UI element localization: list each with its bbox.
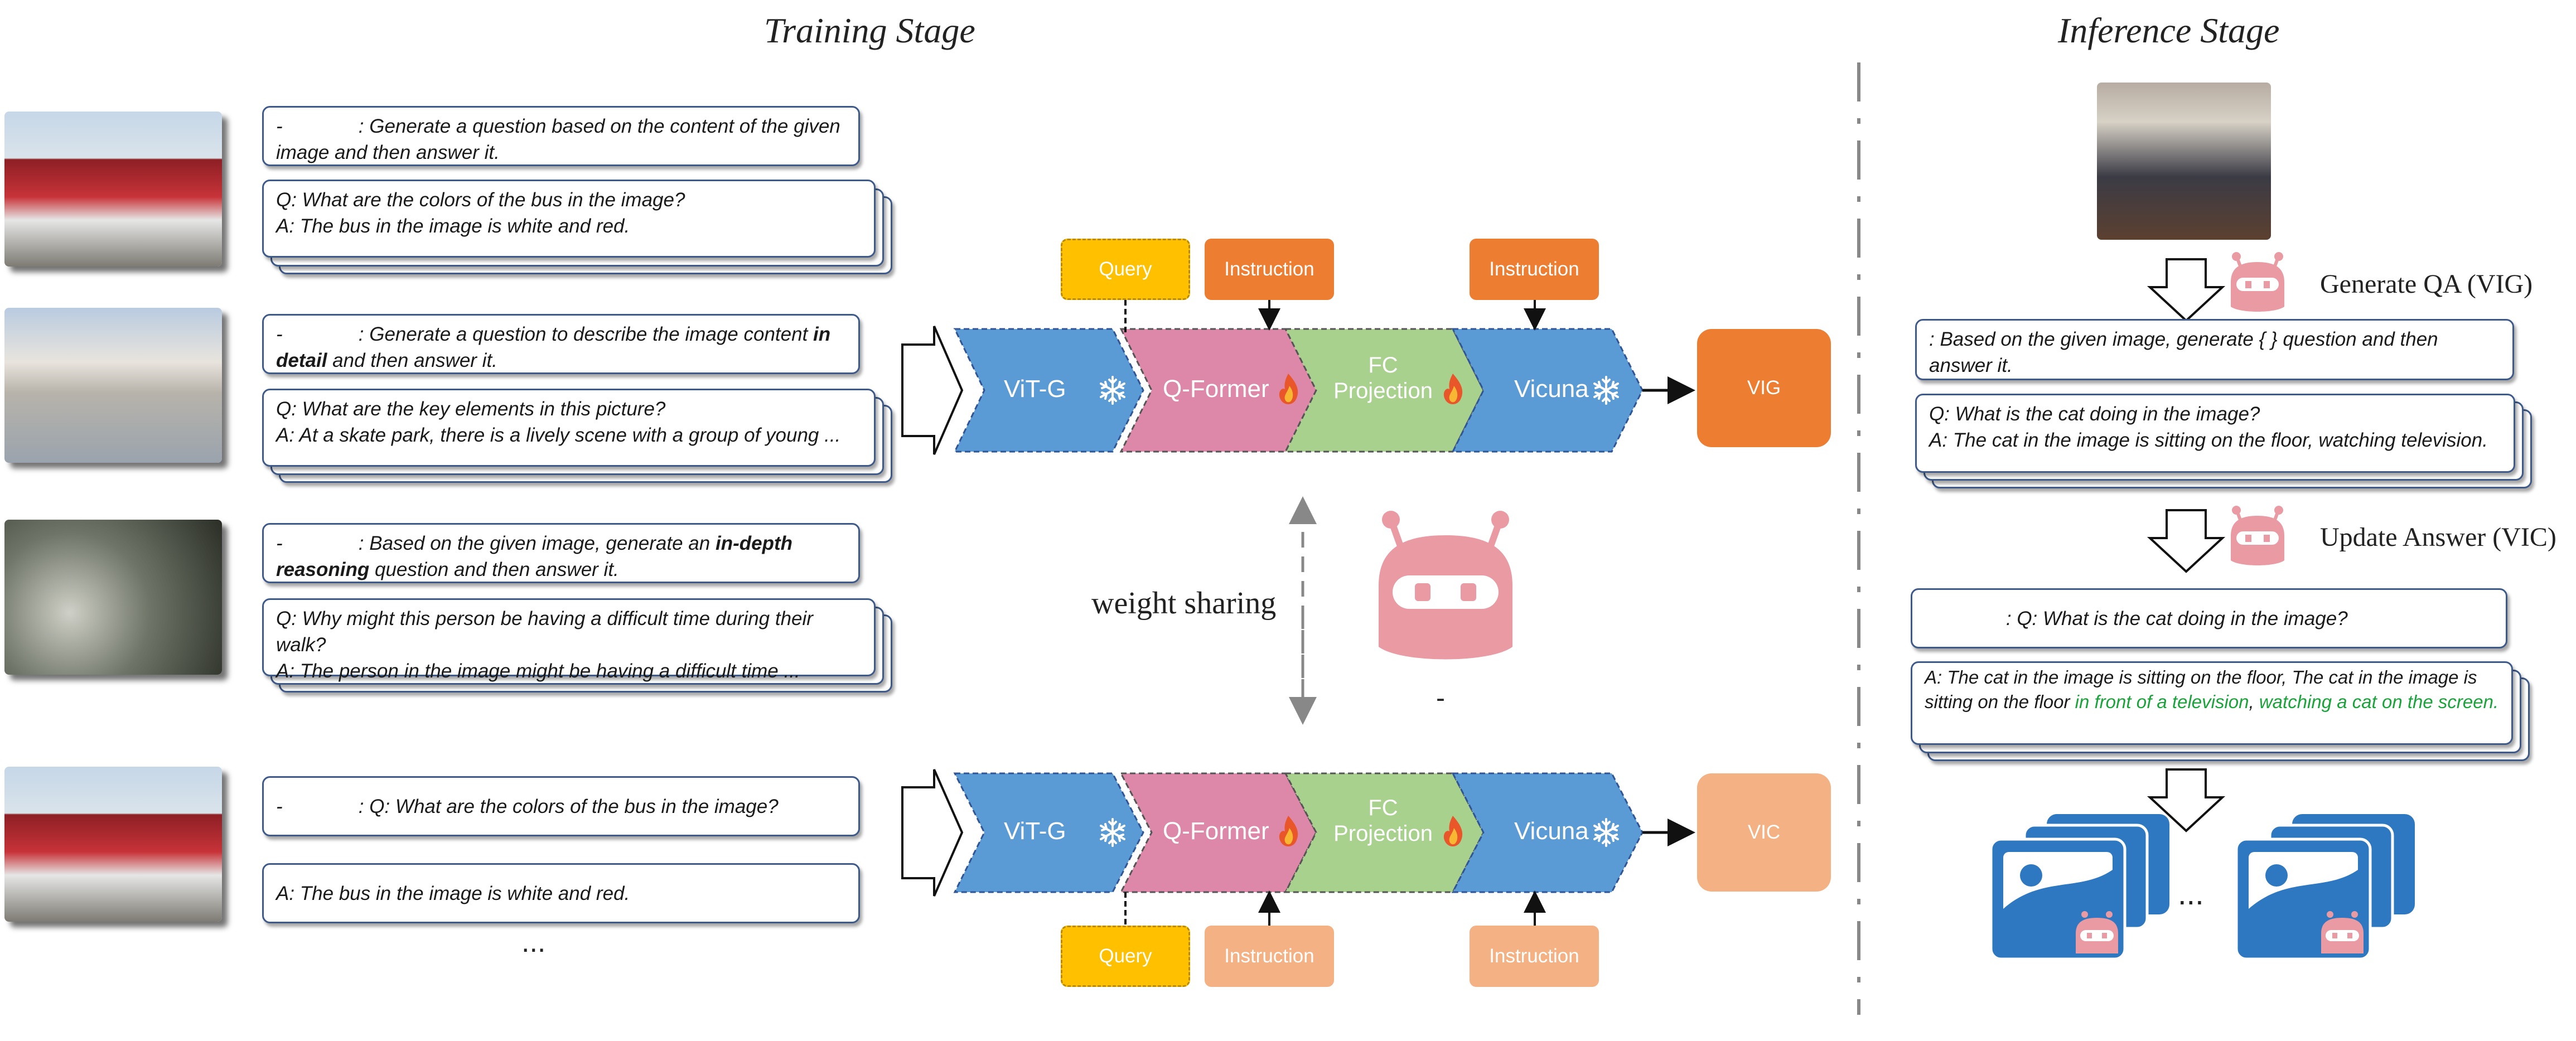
prompt-box: - : Generate a question based on the con… [262, 106, 860, 166]
answer-text: A: The bus in the image is white and red… [276, 882, 630, 904]
prompt-text: : Q: What are the colors of the bus in t… [358, 795, 779, 817]
qa-card: Q: Why might this person be having a dif… [262, 598, 876, 682]
prompt-lead: - [276, 115, 283, 137]
prompt-lead: - [276, 323, 283, 345]
vic-output: VIC [1697, 773, 1831, 892]
prompt-text: : Generate a question based on the conte… [276, 115, 840, 163]
vic-question-box: : Q: What is the cat doing in the image? [1911, 588, 2507, 648]
qa-answer: A: The cat in the image is sitting on th… [1929, 429, 2488, 451]
prompt-lead: - [276, 795, 283, 817]
qa-card: Q: What are the colors of the bus in the… [262, 180, 876, 258]
bus-photo [4, 112, 222, 267]
vicuna-block-top [1451, 328, 1644, 453]
prompt-emphasis: in detail [276, 323, 831, 371]
inference-stage-heading: Inference Stage [2058, 11, 2280, 50]
instruction-chip: Instruction [1205, 239, 1334, 300]
qa-card: Q: What are the key elements in this pic… [262, 389, 876, 467]
fc-projection-label: FC Projection [1333, 353, 1433, 403]
weight-sharing-label: weight sharing [1091, 586, 1277, 621]
prompt-text: : Generate a question to describe the im… [358, 323, 814, 345]
prompt-box: - : Generate a question to describe the … [262, 314, 860, 374]
dataset-ellipsis: ... [2178, 876, 2204, 911]
robot-icon [2231, 252, 2284, 312]
vicuna-block-bottom [1451, 772, 1644, 893]
prompt-box: - : Q: What are the colors of the bus in… [262, 776, 860, 836]
pipeline-bottom [953, 772, 1644, 893]
vic-answer-added: in front of a television [2075, 691, 2249, 712]
bus-photo [4, 767, 222, 922]
qa-answer: A: The person in the image might be havi… [276, 660, 800, 682]
update-answer-step: Update Answer (VIC) [2320, 522, 2556, 552]
qa-question: Q: What are the colors of the bus in the… [276, 189, 685, 211]
cat-tv-photo [2097, 83, 2271, 240]
instruction-chip: Instruction [1470, 239, 1599, 300]
down-arrow [2147, 509, 2226, 573]
dataset-icon [2235, 814, 2415, 961]
down-arrow [2147, 768, 2226, 832]
qformer-label: Q-Former [1163, 817, 1269, 845]
vig-output: VIG [1697, 329, 1831, 447]
prompt-text: : Based on the given image, generate an [358, 532, 716, 554]
vitg-block-top [953, 328, 1144, 453]
down-arrow [2147, 258, 2226, 322]
rainy-street-photo [4, 520, 222, 675]
prompt-box: - : Based on the given image, generate a… [262, 523, 860, 583]
prompt-tail: and then answer it. [327, 350, 497, 371]
more-ellipsis: ... [521, 926, 546, 958]
training-stage-heading: Training Stage [764, 11, 975, 50]
vitg-label: ViT-G [1004, 817, 1066, 845]
inference-qa-card: Q: What is the cat doing in the image? A… [1915, 394, 2515, 473]
answer-box: A: The bus in the image is white and red… [262, 863, 860, 923]
query-chip: Query [1061, 926, 1190, 987]
vic-answer-card: A: The cat in the image is sitting on th… [1911, 661, 2513, 745]
inference-prompt-box: : Based on the given image, generate { }… [1915, 319, 2514, 380]
dataset-icon [1989, 814, 2169, 961]
instruction-chip: Instruction [1470, 926, 1599, 987]
skatepark-photo [4, 308, 222, 463]
vicuna-label: Vicuna [1514, 817, 1589, 845]
pipeline-top [953, 328, 1644, 453]
robot-icon [2231, 506, 2284, 565]
robot-icon [1379, 511, 1512, 660]
vitg-block-bottom [953, 772, 1144, 893]
vic-answer-added: watching a cat on the screen. [2259, 691, 2499, 712]
robot-caption: - [1436, 684, 1445, 713]
vic-question-text: : Q: What is the cat doing in the image? [2005, 607, 2348, 630]
qa-question: Q: What are the key elements in this pic… [276, 398, 666, 420]
prompt-lead: - [276, 532, 283, 554]
input-arrow-top [901, 326, 964, 455]
vic-answer-separator: , [2249, 691, 2259, 712]
qa-answer: A: At a skate park, there is a lively sc… [276, 424, 841, 446]
input-arrow-bottom [901, 769, 964, 897]
qa-question: Q: What is the cat doing in the image? [1929, 403, 2260, 425]
query-chip: Query [1061, 239, 1190, 300]
vitg-label: ViT-G [1004, 375, 1066, 403]
qa-question: Q: Why might this person be having a dif… [276, 608, 813, 656]
prompt-emphasis: in-depth reasoning [276, 532, 792, 580]
instruction-chip: Instruction [1205, 926, 1334, 987]
inference-prompt-text: : Based on the given image, generate { }… [1929, 328, 2438, 376]
qa-answer: A: The bus in the image is white and red… [276, 215, 630, 237]
generate-qa-step: Generate QA (VIG) [2320, 269, 2533, 299]
fc-block-bottom [1284, 772, 1485, 893]
fc-projection-label: FC Projection [1333, 796, 1433, 846]
vicuna-label: Vicuna [1514, 375, 1589, 403]
qformer-label: Q-Former [1163, 375, 1269, 403]
prompt-tail: question and then answer it. [369, 559, 619, 580]
vic-answer-text: A: The cat in the image is sitting on th… [1925, 667, 2477, 712]
